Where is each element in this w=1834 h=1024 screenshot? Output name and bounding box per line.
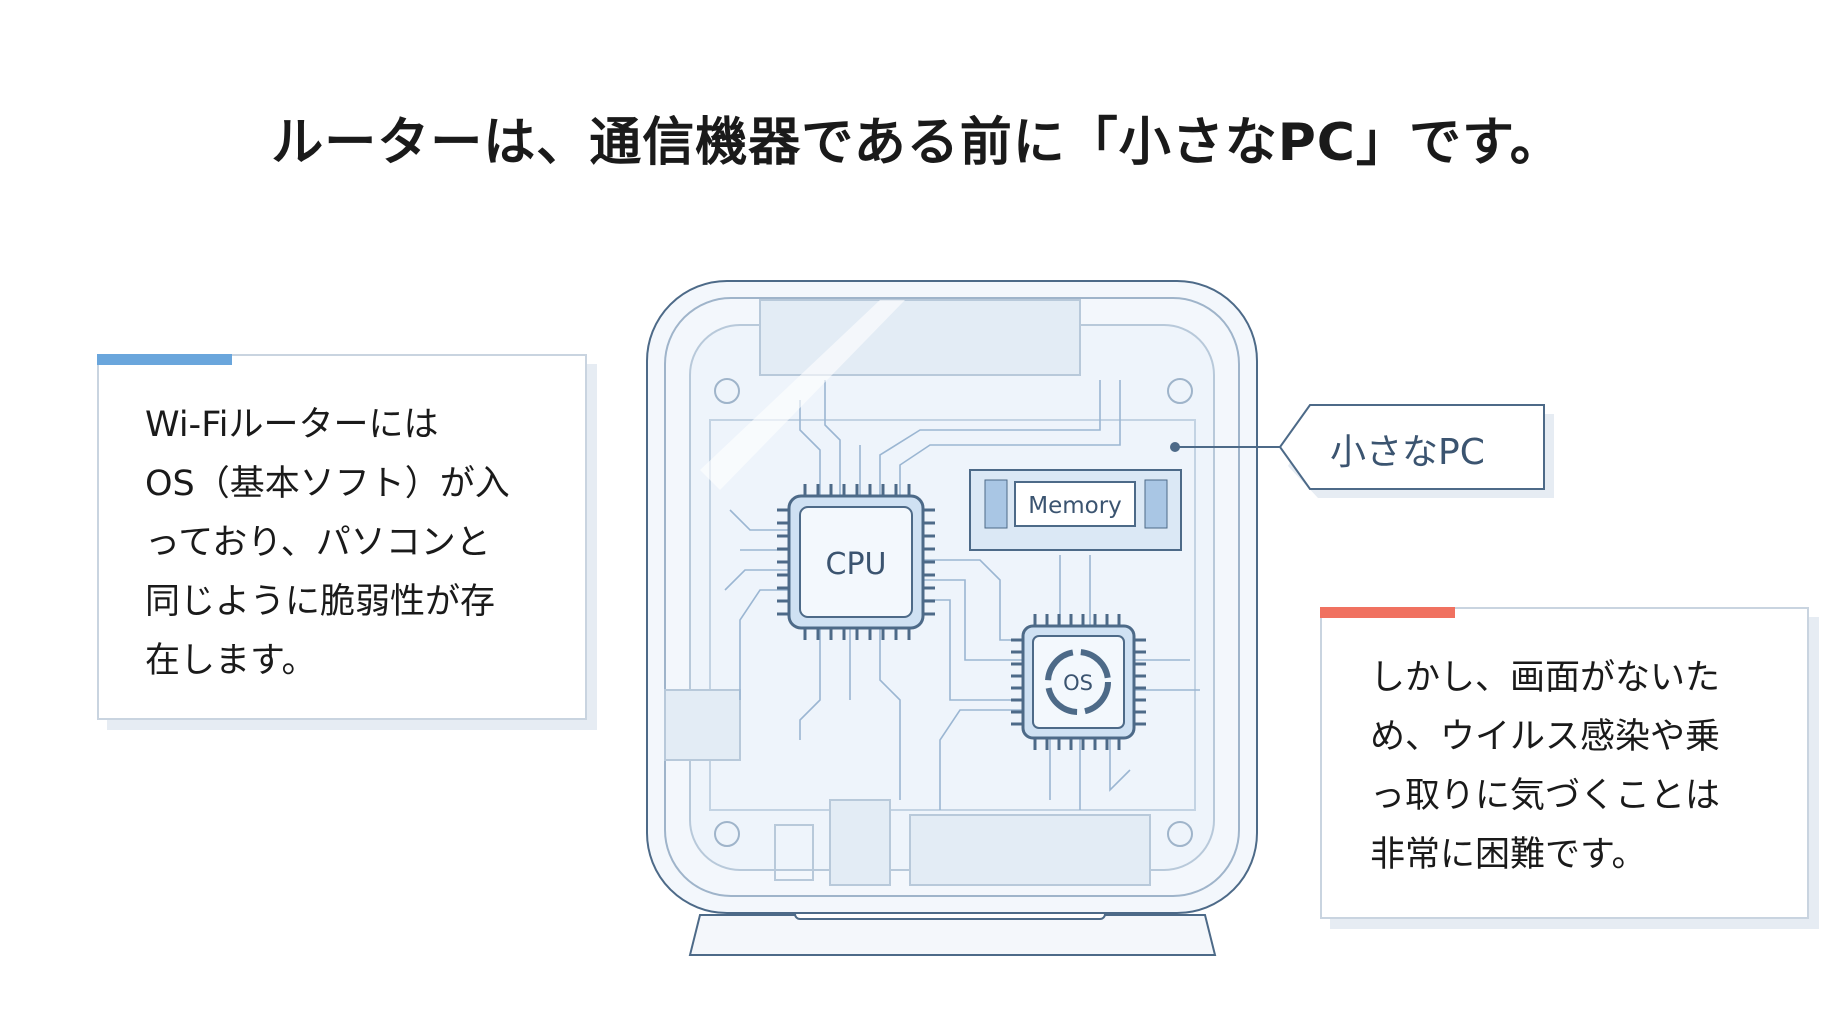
info-box-left: Wi-Fiルーターには OS（基本ソフト）が入 っており、パソコンと 同じように… xyxy=(97,354,587,720)
memory-module: Memory xyxy=(969,469,1182,551)
cpu-label: CPU xyxy=(826,547,887,582)
cpu-chip: CPU xyxy=(777,484,935,640)
info-text: Wi-Fiルーターには OS（基本ソフト）が入 っており、パソコンと 同じように… xyxy=(145,405,510,681)
memory-label: Memory xyxy=(1028,493,1122,519)
callout-pointer xyxy=(1170,404,1554,498)
os-label: OS xyxy=(1063,671,1093,695)
router-base xyxy=(688,914,1217,956)
os-chip: OS xyxy=(1011,614,1146,750)
info-box-right: しかし、画面がないた め、ウイルス感染や乗 っ取りに気づくことは 非常に困難です… xyxy=(1320,607,1809,919)
info-text: しかし、画面がないた め、ウイルス感染や乗 っ取りに気づくことは 非常に困難です… xyxy=(1370,658,1721,875)
accent-bar xyxy=(1320,607,1455,618)
accent-bar xyxy=(97,354,232,365)
page-title: ルーターは、通信機器である前に「小さなPC」です。 xyxy=(271,113,1563,173)
callout-label: 小さなPC xyxy=(1330,432,1485,473)
